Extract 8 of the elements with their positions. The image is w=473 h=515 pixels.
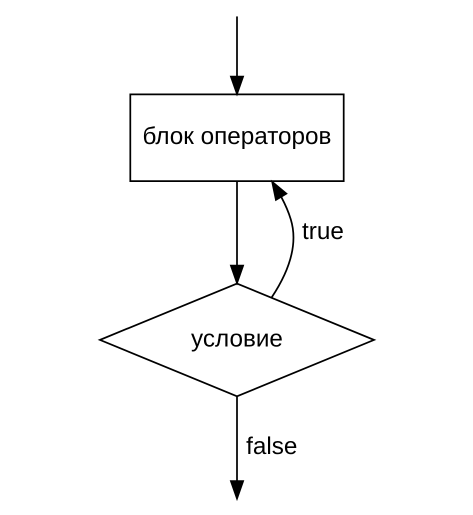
arrow xyxy=(229,396,244,502)
arrow xyxy=(270,180,294,298)
arrow xyxy=(229,181,244,286)
node-box: блок операторов xyxy=(128,94,344,182)
node-diamond: условие xyxy=(97,282,376,398)
edge-label: true xyxy=(302,218,344,245)
arrow xyxy=(229,16,244,97)
edge-label: false xyxy=(246,432,297,460)
